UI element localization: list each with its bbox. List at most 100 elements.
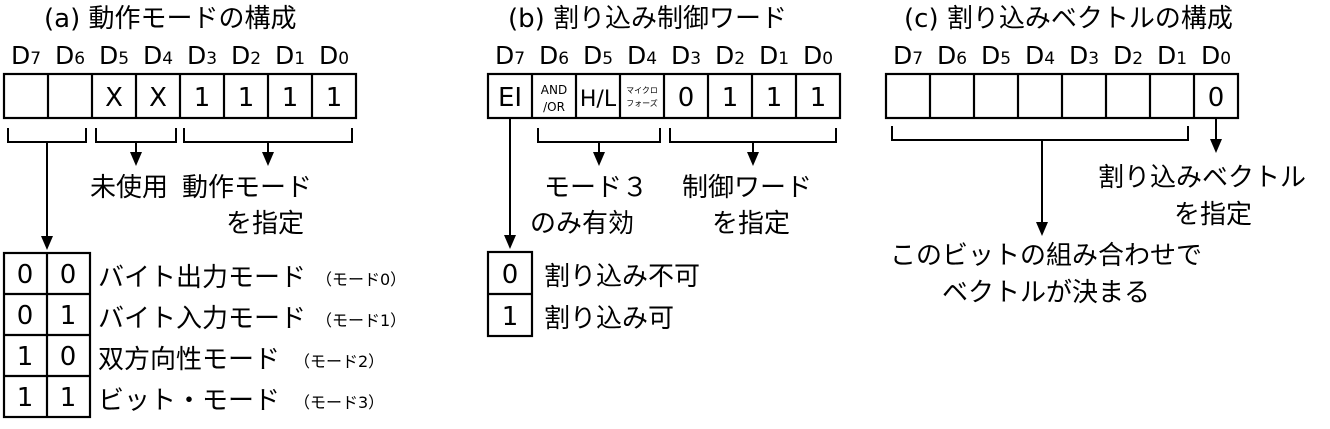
- ei-label: 割り込み不可: [544, 262, 700, 292]
- bit-label-d5: D5: [99, 41, 129, 70]
- bit-label-d5: D5: [583, 41, 613, 70]
- mode-bit: 1: [17, 383, 34, 413]
- bit-label-d6: D6: [55, 41, 85, 70]
- arrow-head: [1036, 222, 1048, 236]
- cell-d1: 1: [282, 83, 299, 113]
- panel-a-title: (a) 動作モードの構成: [44, 4, 297, 34]
- bit-label-d7: D7: [495, 41, 525, 70]
- mode-label: バイト入力モード: [98, 304, 306, 334]
- label-ctrl-line1: 制御ワード: [682, 173, 812, 203]
- arrow-head: [593, 152, 605, 166]
- mode-bit: 1: [60, 383, 77, 413]
- bit-label-d6: D6: [937, 41, 967, 70]
- bit-label-d6: D6: [539, 41, 569, 70]
- panel-c-title: (c) 割り込みベクトルの構成: [904, 4, 1233, 34]
- cell-d5: X: [105, 83, 123, 113]
- cell-d2: 1: [722, 83, 739, 113]
- mode-row: 0 1 バイト入力モード （モード1）: [17, 301, 406, 334]
- bit-label-d3: D3: [187, 41, 217, 70]
- bit-label-d1: D1: [275, 41, 305, 70]
- cell-d1: 1: [766, 83, 783, 113]
- panel-b-register: EI AND /OR H/L マイクロ フォーズ 0 1 1 1: [486, 72, 842, 120]
- cell-d7-ei: EI: [498, 83, 522, 113]
- cell-d3: 0: [678, 83, 695, 113]
- label-vec-line2: ベクトルが決まる: [942, 278, 1150, 308]
- label-d0-line1: 割り込みベクトル: [1098, 163, 1306, 193]
- ei-bit: 0: [502, 260, 519, 290]
- mode-bit: 0: [17, 301, 34, 331]
- cell-d0: 1: [326, 83, 343, 113]
- bit-label-d1: D1: [1157, 41, 1187, 70]
- ei-table: 0 割り込み不可 1 割り込み可: [486, 250, 700, 338]
- cell-d6-and: AND: [541, 83, 567, 97]
- brace-d5-d4: [95, 128, 177, 143]
- cell-d6-or: /OR: [543, 100, 565, 114]
- ei-row: 0 割り込み不可: [502, 260, 700, 292]
- mode-label: バイト出力モード: [98, 263, 306, 293]
- mode-note: （モード3）: [294, 393, 384, 412]
- label-mode-line1: 動作モード: [182, 173, 312, 203]
- bit-label-d0: D0: [1201, 41, 1231, 70]
- panel-a-bit-labels: D7 D6 D5 D4 D3 D2 D1 D0: [11, 41, 349, 70]
- brace-d7-d6: [7, 128, 87, 143]
- cell-d0: 0: [1208, 83, 1225, 113]
- ei-row: 1 割り込み可: [502, 302, 674, 334]
- bit-label-d3: D3: [671, 41, 701, 70]
- mode-note: （モード0）: [316, 270, 406, 289]
- cell-d0: 1: [810, 83, 827, 113]
- mode-note: （モード2）: [294, 352, 384, 371]
- mode-bit: 1: [60, 301, 77, 331]
- mode-label: ビット・モード: [98, 386, 280, 416]
- label-mode3-line1: モード３: [544, 173, 648, 203]
- cell-d4: X: [149, 83, 167, 113]
- bit-label-d4: D4: [1025, 41, 1055, 70]
- panel-a-register: X X 1 1 1 1: [2, 72, 358, 120]
- mode-bit: 0: [17, 260, 34, 290]
- bit-label-d4: D4: [143, 41, 173, 70]
- cell-d5-hl: H/L: [580, 87, 617, 112]
- mode-bit: 0: [60, 342, 77, 372]
- arrow-head: [262, 152, 274, 166]
- brace-d3-d0: [669, 128, 837, 143]
- mode-row: 1 1 ビット・モード （モード3）: [17, 383, 384, 416]
- arrow-head: [747, 152, 759, 166]
- cell-d4-micro: マイクロ: [626, 86, 658, 95]
- bit-label-d0: D0: [803, 41, 833, 70]
- label-d0-line2: を指定: [1174, 200, 1252, 230]
- brace-d3-d0: [183, 128, 353, 143]
- bit-label-d3: D3: [1069, 41, 1099, 70]
- mode-row: 0 0 バイト出力モード （モード0）: [17, 260, 406, 293]
- brace-d7-d1: [891, 126, 1189, 141]
- bit-label-d0: D0: [319, 41, 349, 70]
- label-mode-line2: を指定: [226, 209, 304, 239]
- mode-table: 0 0 バイト出力モード （モード0） 0 1 バイト入力モード （モード1） …: [2, 251, 406, 419]
- mode-row: 1 0 双方向性モード （モード2）: [17, 342, 384, 375]
- mode-note: （モード1）: [316, 311, 406, 330]
- cell-d2: 1: [238, 83, 255, 113]
- arrow-head: [1210, 139, 1222, 153]
- bit-label-d7: D7: [893, 41, 923, 70]
- bit-label-d5: D5: [981, 41, 1011, 70]
- label-mode3-line2: のみ有効: [530, 209, 634, 239]
- panel-b-title: (b) 割り込み制御ワード: [508, 4, 787, 34]
- cell-d4-force: フォーズ: [626, 98, 658, 108]
- bit-label-d2: D2: [231, 41, 261, 70]
- mode-bit: 1: [17, 342, 34, 372]
- label-ctrl-line2: を指定: [712, 209, 790, 239]
- panel-a: (a) 動作モードの構成 D7 D6 D5 D4 D3 D2 D1 D0 X X 1 1 1 …: [2, 4, 406, 419]
- bit-label-d4: D4: [627, 41, 657, 70]
- arrow-head: [41, 236, 53, 250]
- mode-label: 双方向性モード: [98, 345, 280, 375]
- label-unused: 未使用: [90, 173, 168, 203]
- panel-c-register: 0: [884, 72, 1240, 120]
- ei-bit: 1: [502, 302, 519, 332]
- bit-label-d7: D7: [11, 41, 41, 70]
- arrow-head: [504, 235, 516, 249]
- ei-label: 割り込み可: [544, 304, 674, 334]
- brace-d6-d4: [537, 128, 661, 143]
- label-vec-line1: このビットの組み合わせで: [890, 241, 1202, 271]
